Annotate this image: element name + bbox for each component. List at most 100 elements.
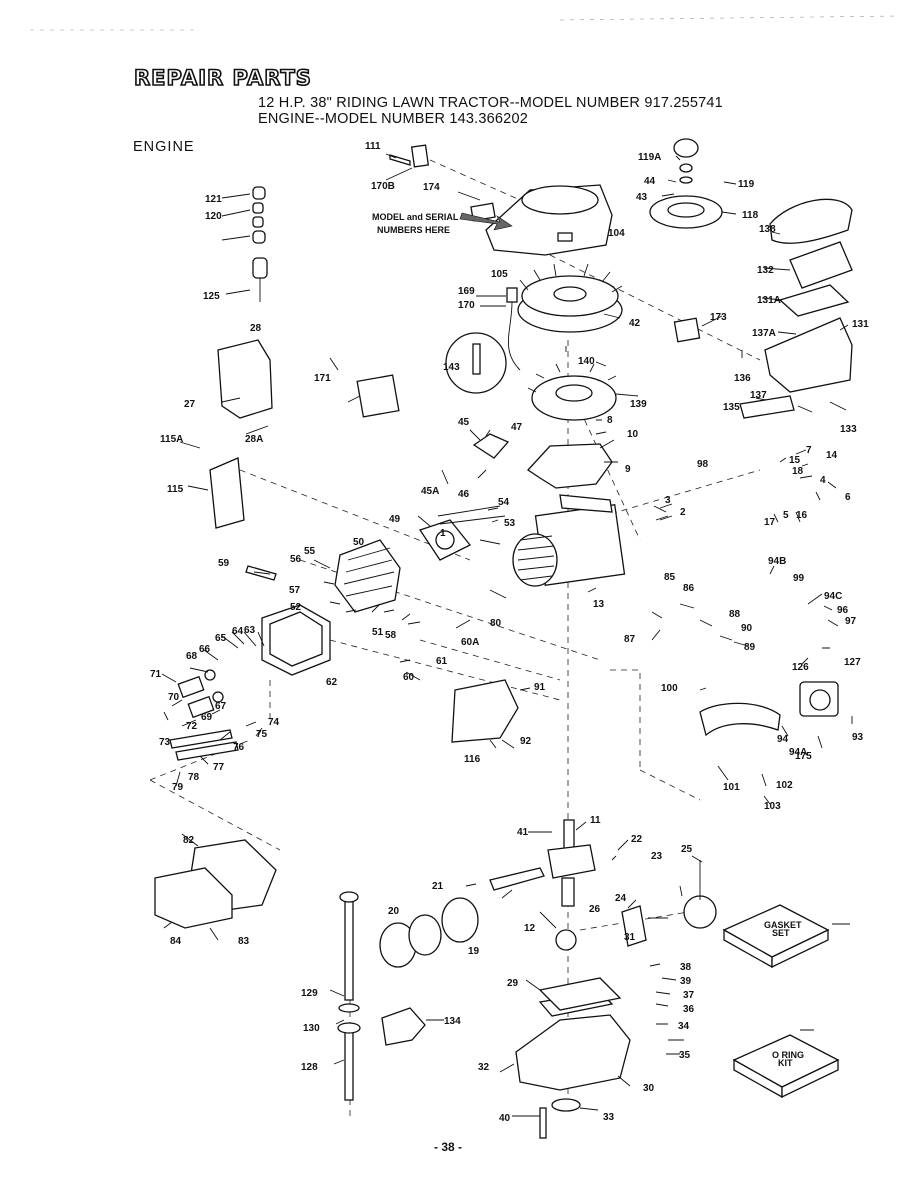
callout-label: 28 [250, 323, 262, 334]
valve-springs [177, 669, 224, 719]
callout-label: 72 [186, 721, 198, 732]
callout-label: 91 [534, 682, 546, 693]
pushrod [437, 505, 501, 517]
callout-label: 121 [205, 194, 222, 205]
callout-label: 6 [845, 492, 851, 503]
callout-label: 13 [593, 599, 605, 610]
page-heading: REPAIR PARTS [133, 65, 312, 91]
spark-plug-boot [506, 287, 518, 303]
callout-label: 64 [232, 626, 244, 637]
callout-label: 52 [290, 602, 302, 613]
callout-label: 42 [629, 318, 641, 329]
callout-label: 9 [625, 464, 631, 475]
callout-label: 53 [504, 518, 516, 529]
callout-label: 47 [511, 422, 523, 433]
callout-label: 87 [624, 634, 636, 645]
callout-label: 4 [820, 475, 826, 486]
callout-label: 20 [388, 906, 400, 917]
model-serial-note-line2: NUMBERS HERE [377, 225, 450, 235]
callout-label: 43 [636, 192, 648, 203]
callout-label: 61 [436, 656, 448, 667]
callout-label: 38 [680, 962, 692, 973]
callout-label: 131A [757, 295, 781, 306]
callout-label: 173 [710, 312, 727, 323]
callout-label: 135 [723, 402, 740, 413]
callout-label: 85 [664, 572, 676, 583]
callout-label: 169 [458, 286, 475, 297]
callout-label: 82 [183, 835, 195, 846]
callout-label: 63 [244, 625, 256, 636]
gasket-set-box [722, 904, 830, 969]
callout-label: 120 [205, 211, 222, 222]
connecting-rod [489, 867, 545, 891]
callout-label: 105 [491, 269, 508, 280]
callout-label: 46 [458, 489, 470, 500]
air-filter [789, 241, 853, 289]
callout-label: 88 [729, 609, 741, 620]
model-serial-note-line1: MODEL and SERIAL [372, 212, 459, 222]
air-baffle [527, 443, 613, 489]
crankcase-base [515, 991, 631, 1112]
callout-label: 57 [289, 585, 301, 596]
callout-label: 49 [389, 514, 401, 525]
callout-label: 16 [796, 510, 808, 521]
callout-label: 19 [468, 946, 480, 957]
breather-plate [451, 679, 519, 743]
callout-label: 137 [750, 390, 767, 401]
callout-label: 143 [443, 362, 460, 373]
callout-label: 100 [661, 683, 678, 694]
callout-label: 90 [741, 623, 753, 634]
cylinder-shroud [217, 339, 273, 419]
callout-label: 170B [371, 181, 395, 192]
callout-label: 99 [793, 573, 805, 584]
callout-label: 36 [683, 1004, 695, 1015]
piston-assembly [379, 897, 479, 968]
cylinder-block [512, 494, 626, 587]
leader-lines [161, 153, 853, 1117]
model-number-arrow [459, 212, 513, 231]
bolt-40 [539, 1107, 547, 1139]
callout-label: 76 [233, 742, 245, 753]
tappet [621, 905, 647, 947]
assembly-guide-lines [149, 159, 761, 1120]
callout-label: 34 [678, 1021, 690, 1032]
callout-label: 62 [326, 677, 338, 688]
callout-label: 8 [607, 415, 613, 426]
callout-label: 23 [651, 851, 663, 862]
fuel-fittings [252, 186, 268, 302]
callout-label: 5 [783, 510, 789, 521]
callout-label: 39 [680, 976, 692, 987]
blower-housing [470, 184, 613, 256]
air-cleaner-base [764, 317, 853, 393]
callout-label: 92 [520, 736, 532, 747]
callout-label: 33 [603, 1112, 615, 1123]
callout-label: 119A [638, 152, 661, 163]
o-ring-kit-note-line1: O RING [772, 1050, 804, 1060]
engine-model-line: ENGINE--MODEL NUMBER 143.366202 [258, 111, 528, 127]
intake-manifold [699, 702, 781, 737]
callout-label: 51 [372, 627, 384, 638]
callout-label: 1 [440, 528, 446, 539]
callout-label: 97 [845, 616, 857, 627]
oil-fill-tube [344, 899, 354, 1001]
callout-label: 83 [238, 936, 250, 947]
callout-label: 73 [159, 737, 171, 748]
flywheel [517, 263, 623, 333]
callout-label: 174 [423, 182, 440, 193]
starter-washer [679, 176, 693, 184]
callout-label: 45 [458, 417, 470, 428]
carburetor [799, 681, 839, 717]
callout-label: 45A [421, 486, 439, 497]
callout-label: 32 [478, 1062, 490, 1073]
callout-label: 96 [837, 605, 849, 616]
callout-label: 132 [757, 265, 774, 276]
air-filter-gasket [778, 284, 850, 317]
callout-label: 125 [203, 291, 220, 302]
tube-bracket [381, 1007, 426, 1046]
callout-label: 138 [759, 224, 776, 235]
callout-label: 131 [852, 319, 869, 330]
tractor-model-line: 12 H.P. 38" RIDING LAWN TRACTOR--MODEL N… [258, 95, 723, 111]
callout-label: 7 [806, 445, 812, 456]
callout-label: 71 [150, 669, 162, 680]
callout-label: 44 [644, 176, 656, 187]
